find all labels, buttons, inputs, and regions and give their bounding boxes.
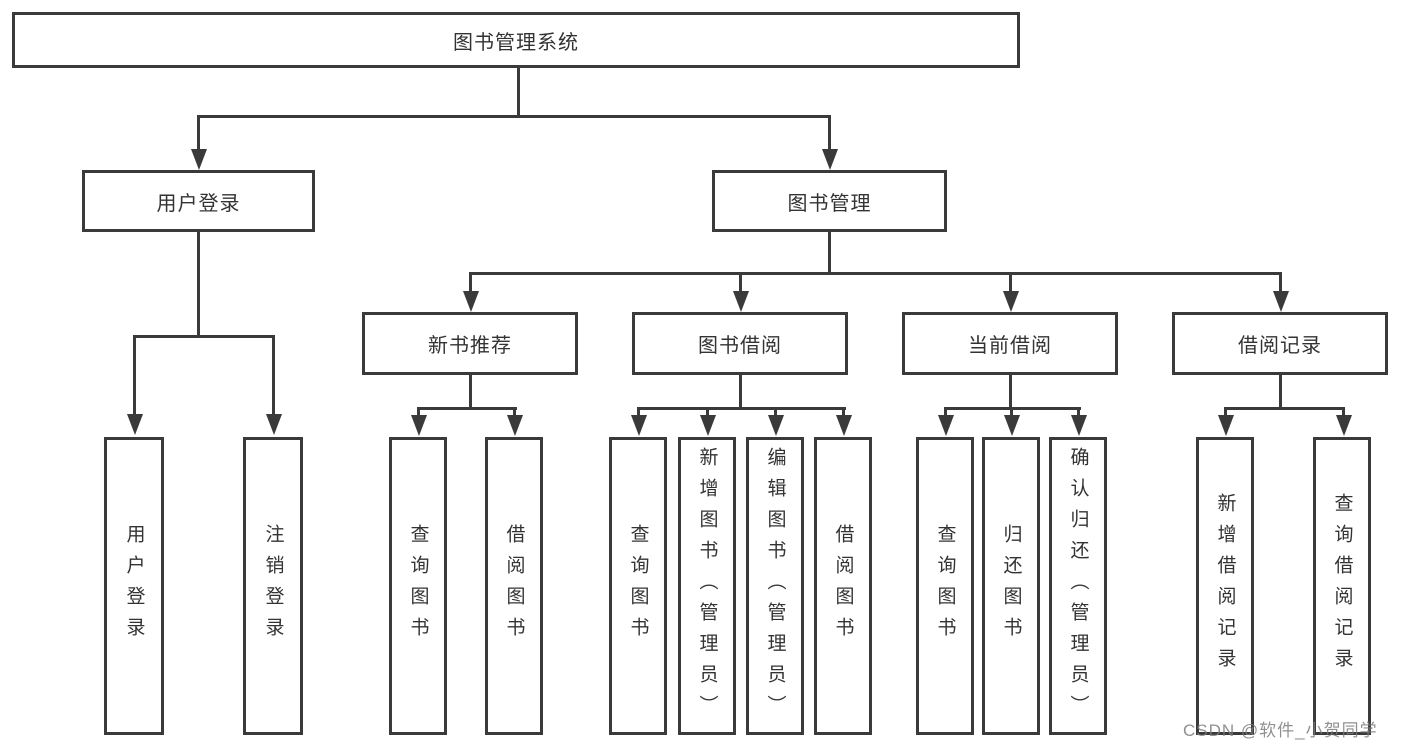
leaf-return-books: 归还图书 [982,437,1040,735]
arrow-down-icon [631,415,647,436]
node-new-book-recommend: 新书推荐 [362,312,578,375]
leaf-add-borrow-record: 新增借阅记录 [1196,437,1254,735]
arrow-down-icon [733,291,749,312]
connector-line [1077,407,1080,417]
arrow-down-icon [1004,415,1020,436]
node-book-borrowing: 图书借阅 [632,312,848,375]
connector-line [1010,407,1013,417]
arrow-down-icon [700,415,716,436]
leaf-add-borrow-record-label: 新增借阅记录 [1214,493,1236,679]
arrow-down-icon [938,415,954,436]
leaf-confirm-return-admin-label: 确认归还（管理员） [1067,446,1089,726]
connector-line [774,407,777,417]
connector-line [706,407,709,417]
leaf-return-books-label: 归还图书 [1000,524,1022,648]
connector-line [517,66,520,118]
arrow-down-icon [507,415,523,436]
connector-line [197,232,200,338]
connector-line [469,272,472,294]
connector-line [133,335,275,338]
connector-line [469,375,472,410]
node-new-book-recommend-label: 新书推荐 [428,335,512,357]
leaf-user-login: 用户登录 [104,437,164,735]
node-root-library-system: 图书管理系统 [12,12,1020,68]
connector-line [944,407,947,417]
leaf-query-borrow-record: 查询借阅记录 [1313,437,1371,735]
arrow-down-icon [266,414,282,435]
connector-line [1279,272,1282,294]
arrow-down-icon [1218,415,1234,436]
connector-line [1342,407,1345,417]
connector-line [272,335,275,417]
leaf-add-books-admin-label: 新增图书（管理员） [696,446,718,726]
arrow-down-icon [1071,415,1087,436]
csdn-watermark: CSDN @软件_小贺同学 [1183,721,1378,740]
node-borrowing-records: 借阅记录 [1172,312,1388,375]
connector-line [197,115,200,151]
leaf-confirm-return-admin: 确认归还（管理员） [1049,437,1107,735]
arrow-down-icon [822,149,838,170]
leaf-borrow-books-recommend: 借阅图书 [485,437,543,735]
connector-line [197,115,831,118]
node-root-label: 图书管理系统 [453,31,579,54]
leaf-edit-books-admin-label: 编辑图书（管理员） [764,446,786,726]
connector-line [739,272,742,294]
connector-line [513,407,516,417]
leaf-logout: 注销登录 [243,437,303,735]
node-user-login-label: 用户登录 [156,192,241,215]
node-current-borrowing: 当前借阅 [902,312,1118,375]
connector-line [1224,407,1345,410]
arrow-down-icon [411,415,427,436]
leaf-edit-books-admin: 编辑图书（管理员） [746,437,804,735]
leaf-query-books-borrowing: 查询图书 [609,437,667,735]
leaf-query-borrow-record-label: 查询借阅记录 [1331,493,1353,679]
arrow-down-icon [768,415,784,436]
leaf-add-books-admin: 新增图书（管理员） [678,437,736,735]
connector-line [842,407,845,417]
connector-line [133,335,136,417]
node-book-borrowing-label: 图书借阅 [698,335,782,357]
connector-line [828,115,831,151]
connector-line [469,272,1282,275]
node-user-login: 用户登录 [82,170,315,232]
node-book-management: 图书管理 [712,170,947,232]
arrow-down-icon [836,415,852,436]
connector-line [1279,375,1282,410]
connector-line [417,407,517,410]
leaf-query-books-label: 查询图书 [407,524,429,648]
arrow-down-icon [1273,291,1289,312]
leaf-query-books-recommend: 查询图书 [389,437,447,735]
connector-line [1009,272,1012,294]
leaf-query-books-current: 查询图书 [916,437,974,735]
leaf-query-books-label: 查询图书 [627,524,649,648]
node-book-management-label: 图书管理 [787,192,872,215]
connector-line [1009,375,1012,410]
leaf-borrow-books-label: 借阅图书 [832,524,854,648]
node-borrowing-records-label: 借阅记录 [1238,335,1322,357]
connector-line [417,407,420,417]
arrow-down-icon [191,149,207,170]
connector-line [637,407,640,417]
leaf-borrow-books-borrowing: 借阅图书 [814,437,872,735]
connector-line [828,232,831,275]
leaf-borrow-books-label: 借阅图书 [503,524,525,648]
connector-line [1224,407,1227,417]
leaf-logout-label: 注销登录 [262,524,284,648]
arrow-down-icon [1336,415,1352,436]
leaf-query-books-label: 查询图书 [934,524,956,648]
arrow-down-icon [1003,291,1019,312]
arrow-down-icon [463,291,479,312]
arrow-down-icon [127,414,143,435]
node-current-borrowing-label: 当前借阅 [968,335,1052,357]
connector-line [739,375,742,410]
connector-line [637,407,846,410]
leaf-user-login-label: 用户登录 [123,524,145,648]
